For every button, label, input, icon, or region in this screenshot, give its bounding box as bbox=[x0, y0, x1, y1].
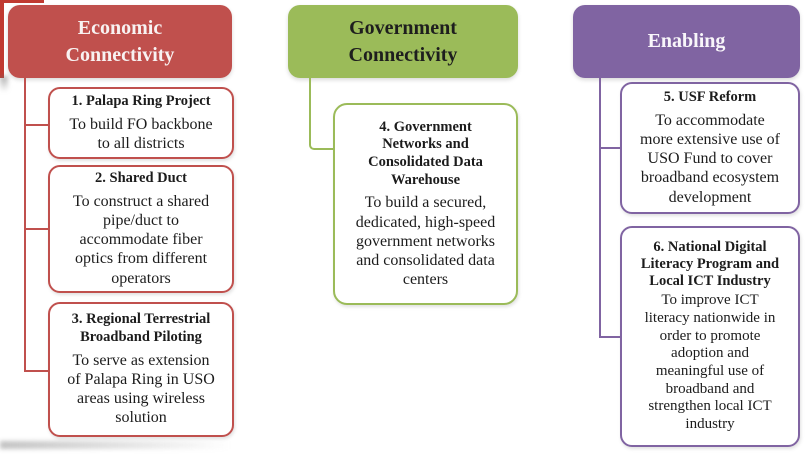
header-government-connectivity: Government Connectivity bbox=[288, 5, 518, 78]
connector-government-elbow bbox=[308, 77, 336, 150]
box-body: To accommodate more extensive use of USO… bbox=[640, 111, 780, 206]
bottom-edge-shadow bbox=[0, 441, 262, 449]
box-title: 1. Palapa Ring Project bbox=[71, 92, 211, 109]
background-accent-shape-top bbox=[0, 0, 44, 3]
box-palapa-ring-project: 1. Palapa Ring Project To build FO backb… bbox=[48, 87, 234, 159]
header-enabling: Enabling bbox=[573, 5, 800, 78]
box-body: To serve as extension of Palapa Ring in … bbox=[67, 351, 215, 427]
connector-economic-stub-1 bbox=[26, 123, 48, 126]
box-shared-duct: 2. Shared Duct To construct a shared pip… bbox=[48, 165, 234, 293]
box-body: To construct a shared pipe/duct to accom… bbox=[72, 192, 210, 287]
box-body: To build a secured, dedicated, high-spee… bbox=[355, 194, 496, 289]
connector-enabling-stub-6 bbox=[601, 335, 620, 338]
connector-enabling-stub-5 bbox=[601, 146, 620, 149]
box-body: To build FO backbone to all districts bbox=[69, 115, 213, 152]
accent-shape-shadow bbox=[0, 76, 8, 92]
box-title: 4. Government Networks and Consolidated … bbox=[368, 118, 483, 188]
box-title: 6. National Digital Literacy Program and… bbox=[640, 239, 780, 289]
box-title: 3. Regional Terrestrial Broadband Piloti… bbox=[71, 311, 211, 346]
box-national-digital-literacy: 6. National Digital Literacy Program and… bbox=[620, 226, 800, 447]
box-regional-terrestrial-broadband: 3. Regional Terrestrial Broadband Piloti… bbox=[48, 302, 234, 437]
connector-economic-stub-2 bbox=[26, 227, 48, 230]
connector-economic-stub-3 bbox=[26, 369, 48, 372]
box-usf-reform: 5. USF Reform To accommodate more extens… bbox=[620, 82, 800, 214]
box-title: 5. USF Reform bbox=[663, 89, 757, 106]
box-title: 2. Shared Duct bbox=[95, 170, 187, 187]
background-accent-shape-left bbox=[0, 0, 4, 78]
header-economic-connectivity: Economic Connectivity bbox=[8, 5, 232, 78]
connector-economic-trunk bbox=[23, 77, 26, 372]
box-government-networks-data-warehouse: 4. Government Networks and Consolidated … bbox=[333, 103, 518, 305]
connector-enabling-trunk bbox=[598, 77, 601, 338]
box-body: To improve ICT literacy nationwide in or… bbox=[644, 292, 776, 433]
